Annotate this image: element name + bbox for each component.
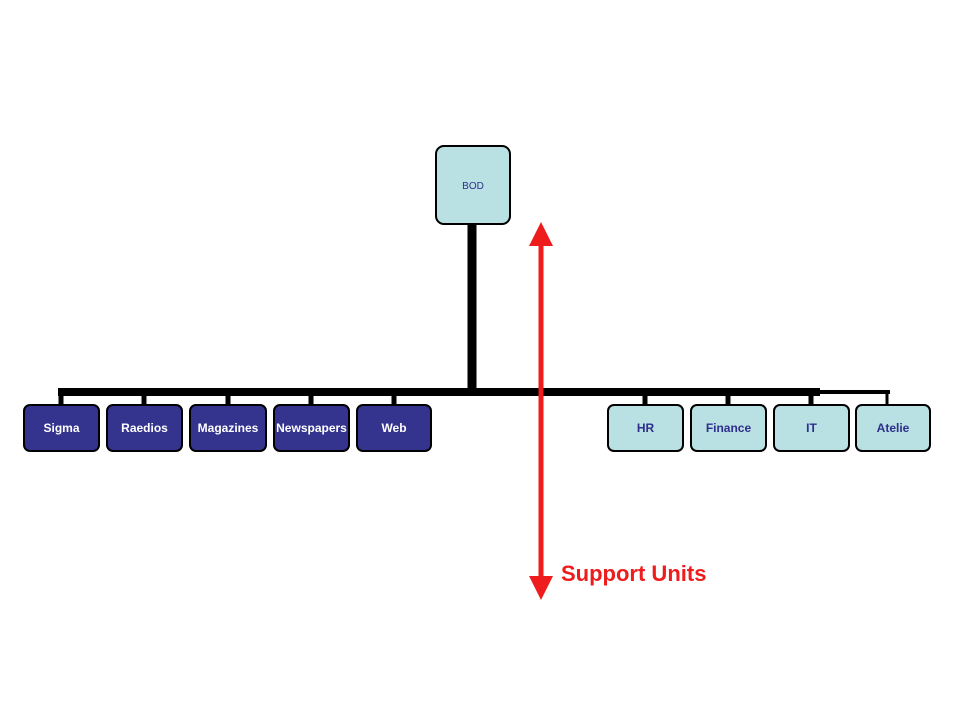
- unit-box: [189, 404, 267, 452]
- double-arrow: [529, 222, 553, 600]
- right-units: HR Finance IT Atelie: [607, 404, 931, 452]
- unit-box: [273, 404, 350, 452]
- unit-box: [690, 404, 767, 452]
- root-node-label: BOD: [462, 181, 484, 192]
- unit-hr: HR: [607, 404, 684, 452]
- unit-finance: Finance: [690, 404, 767, 452]
- unit-box: [773, 404, 850, 452]
- unit-box: [106, 404, 183, 452]
- unit-label: Web: [381, 421, 406, 435]
- unit-it: IT: [773, 404, 850, 452]
- unit-box: [855, 404, 931, 452]
- left-units: Sigma Raedios Magazines Newspapers Web: [23, 404, 432, 452]
- unit-box: [23, 404, 100, 452]
- unit-web: Web: [356, 404, 432, 452]
- unit-label: HR: [637, 421, 655, 435]
- unit-newspapers: Newspapers: [273, 404, 350, 452]
- unit-box: [607, 404, 684, 452]
- unit-label: Sigma: [43, 421, 79, 435]
- unit-magazines: Magazines: [189, 404, 267, 452]
- support-units-label: Support Units: [561, 561, 706, 586]
- unit-atelie: Atelie: [855, 404, 931, 452]
- root-node-box: [435, 145, 511, 225]
- root-node: BOD: [435, 145, 511, 225]
- connectors: [58, 222, 890, 406]
- unit-box: [356, 404, 432, 452]
- unit-label: IT: [806, 421, 817, 435]
- unit-label: Atelie: [877, 421, 910, 435]
- unit-label: Magazines: [198, 421, 259, 435]
- unit-label: Newspapers: [276, 421, 347, 435]
- unit-label: Raedios: [121, 421, 168, 435]
- arrow-down-icon: [529, 576, 553, 600]
- arrow-up-icon: [529, 222, 553, 246]
- unit-label: Finance: [706, 421, 752, 435]
- unit-raedios: Raedios: [106, 404, 183, 452]
- unit-sigma: Sigma: [23, 404, 100, 452]
